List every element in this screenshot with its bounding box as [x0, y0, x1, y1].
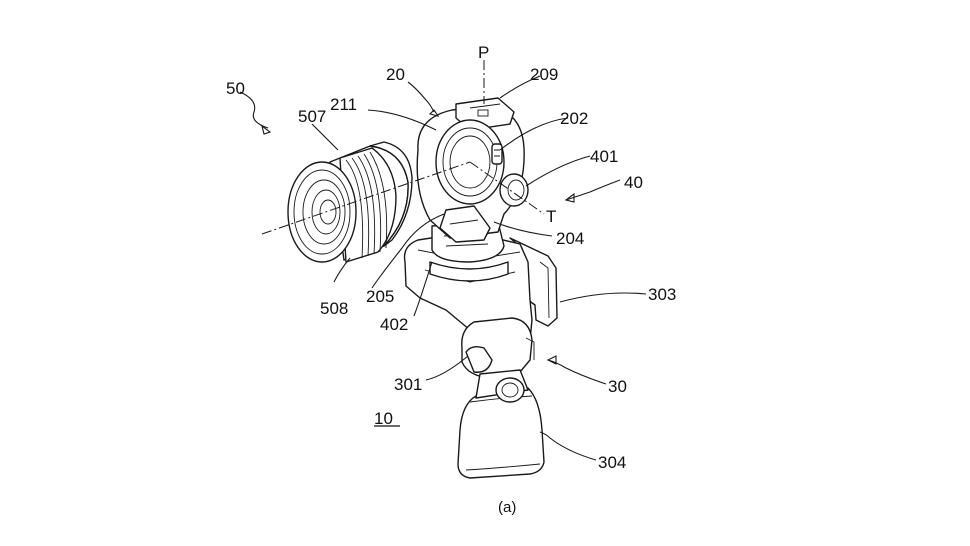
label-211: 211: [330, 95, 357, 114]
label-40: 40: [624, 173, 643, 192]
label-202: 202: [560, 109, 588, 128]
label-axis-t: T: [546, 207, 556, 226]
leader-lines: [239, 75, 647, 461]
label-402: 402: [380, 315, 408, 334]
figure-caption: (a): [498, 499, 516, 516]
lens-assembly: [287, 141, 413, 263]
lens-adapter: [416, 97, 529, 243]
label-204: 204: [556, 229, 584, 248]
label-209: 209: [530, 65, 558, 84]
label-507: 507: [298, 107, 326, 126]
label-304: 304: [598, 453, 626, 472]
label-50: 50: [226, 79, 245, 98]
label-10: 10: [374, 409, 393, 428]
optical-axes: [261, 60, 545, 235]
label-30: 30: [608, 377, 627, 396]
label-20: 20: [386, 65, 405, 84]
label-401: 401: [590, 147, 618, 166]
label-303: 303: [648, 285, 676, 304]
label-axis-p: P: [478, 43, 489, 62]
label-205: 205: [366, 287, 394, 306]
label-508: 508: [320, 299, 348, 318]
label-301: 301: [394, 375, 422, 394]
reference-labels: 50 507 508 211 20 P 209 202 401 40 T 204…: [226, 43, 676, 516]
